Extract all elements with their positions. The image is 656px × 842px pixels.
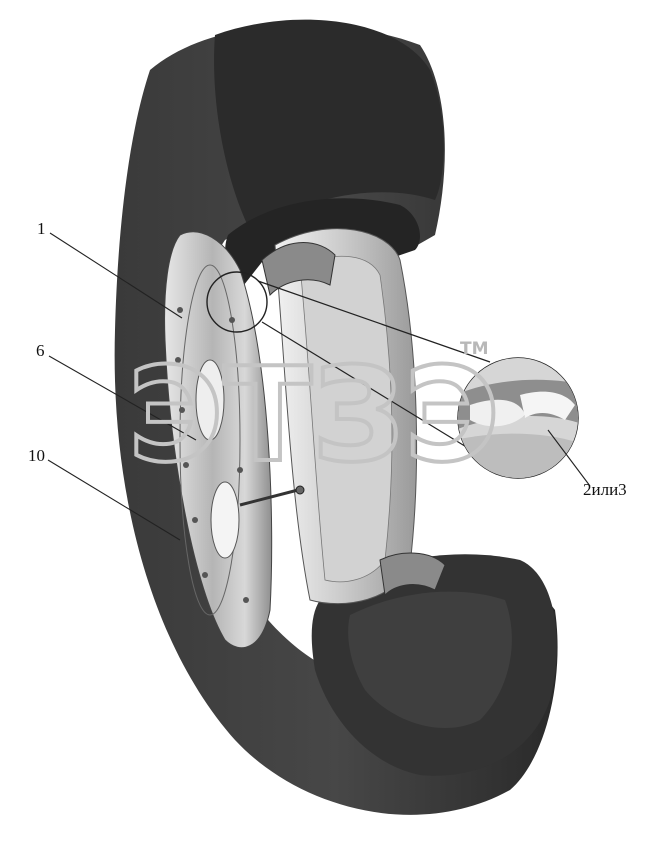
rim xyxy=(164,228,446,649)
leader-6 xyxy=(48,355,197,441)
watermark-tm: TM xyxy=(460,339,489,359)
leader-lines xyxy=(47,232,591,541)
watermark-text: ЭТЗЭ xyxy=(128,339,500,491)
callout-label-valve: 6 xyxy=(36,341,45,360)
callout-label-tire: 10 xyxy=(28,446,45,465)
valve-stem xyxy=(239,485,305,507)
watermark: ЭТЗЭ xyxy=(126,337,502,493)
leader-1 xyxy=(49,232,183,319)
callout-label-rim: 1 xyxy=(37,219,46,238)
callout-label-lock-ring: 2или3 xyxy=(583,480,627,499)
leader-2-3 xyxy=(547,429,591,487)
leader-10 xyxy=(47,459,181,541)
